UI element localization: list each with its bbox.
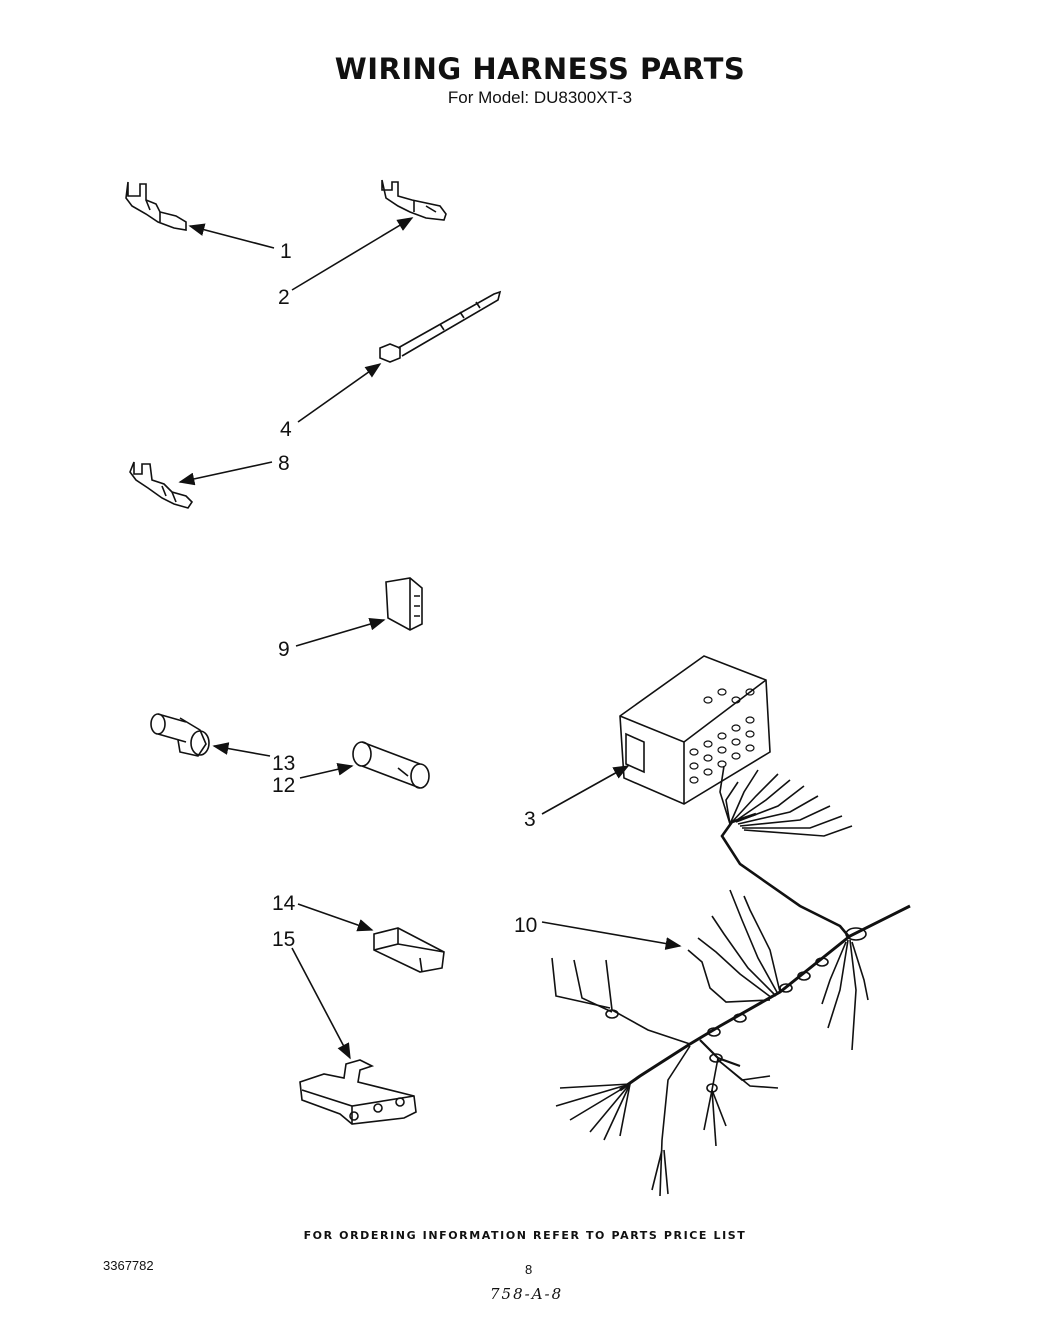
part-3-connector-block [619,655,771,805]
page-title: WIRING HARNESS PARTS [334,52,746,86]
part-2-terminal [381,179,447,221]
leader-12 [299,763,354,779]
leader-14 [297,903,374,932]
leader-4 [297,363,382,423]
ordering-note: FOR ORDERING INFORMATION REFER TO PARTS … [303,1229,747,1242]
leader-13 [212,742,271,757]
callout-3: 3 [524,808,536,831]
part-10-wiring-harness [551,765,911,1197]
leader-15 [291,947,351,1060]
part-1-terminal [125,181,187,231]
leader-8 [178,461,273,486]
callout-10: 10 [514,914,537,937]
callout-12: 12 [272,774,295,797]
callout-9: 9 [278,638,290,661]
callout-4: 4 [280,418,292,441]
callout-15: 15 [272,928,295,951]
part-9-connector [385,577,423,631]
part-13-sleeve [150,713,210,757]
handwritten-code: 758-A-8 [490,1285,564,1303]
part-4-cable-tie [379,290,502,363]
callout-8: 8 [278,452,290,475]
leader-2 [291,217,414,291]
page-number: 8 [525,1262,533,1277]
part-14-clip [373,927,445,973]
leader-9 [295,617,386,647]
leader-3 [541,765,630,815]
part-12-sleeve [352,741,430,789]
part-15-holder [299,1059,417,1125]
document-number: 3367782 [103,1258,154,1273]
part-8-terminal [129,461,194,509]
callout-13: 13 [272,752,295,775]
leader-10 [541,921,682,950]
callout-1: 1 [280,240,292,263]
leader-1 [188,223,275,249]
callout-2: 2 [278,286,290,309]
model-subtitle: For Model: DU8300XT-3 [447,88,633,107]
callout-14: 14 [272,892,296,915]
leader-lines [178,217,682,1060]
